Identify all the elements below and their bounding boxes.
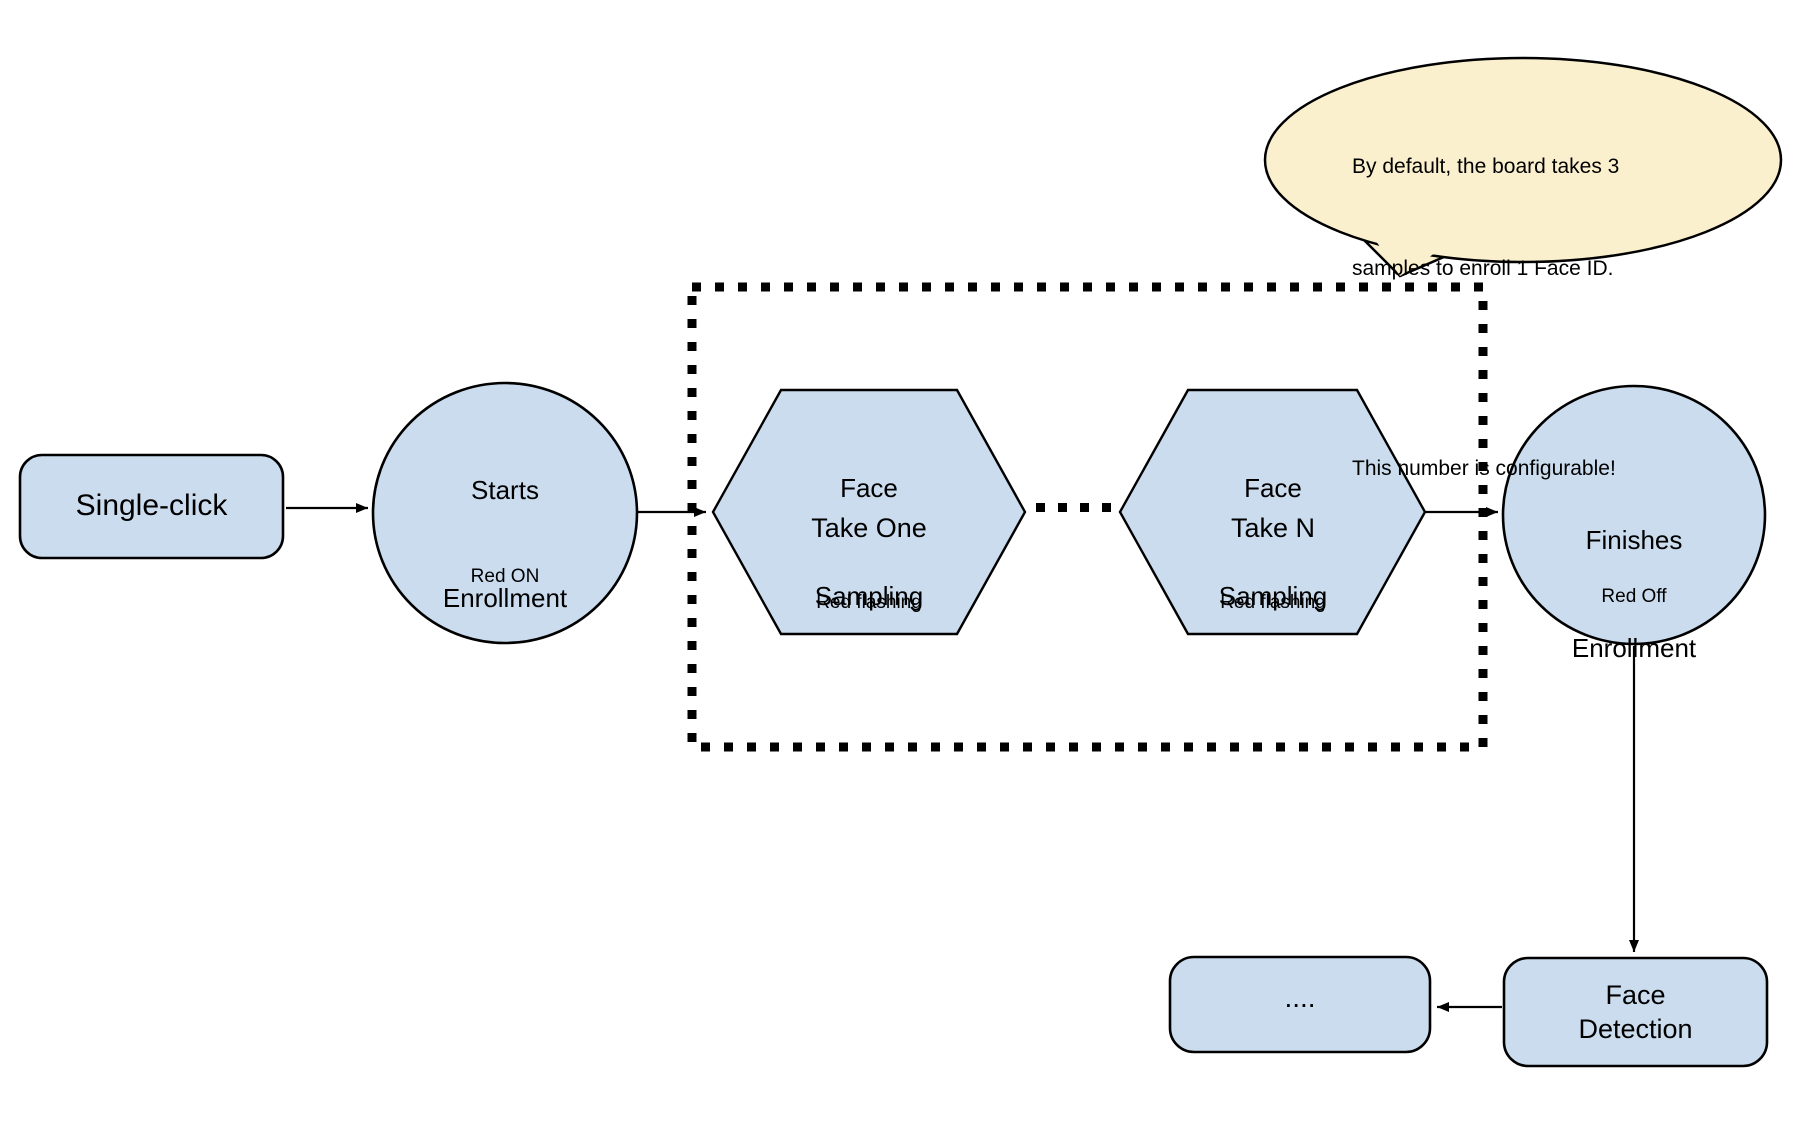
starts-enrollment-line-1: Starts	[471, 475, 539, 505]
finishes-enrollment-node	[1501, 384, 1767, 646]
callout-text: By default, the board takes 3 samples to…	[1352, 82, 1742, 554]
face-sampling-1-status: Red flashing	[816, 592, 922, 613]
starts-enrollment-label: Starts Enrollment	[373, 400, 637, 688]
single-click-node	[18, 453, 285, 560]
face-sampling-1-label: Face Sampling	[739, 398, 999, 686]
face-detection-node	[1502, 956, 1769, 1068]
face-sampling-1-take-label: Take One	[811, 513, 927, 543]
face-sampling-n-node	[1118, 388, 1427, 636]
finishes-enrollment-status: Red Off	[1601, 586, 1667, 607]
finishes-enrollment-label: Finishes Enrollment	[1503, 450, 1765, 738]
face-sampling-1-line-2: Sampling	[814, 581, 924, 611]
callout-line-1: By default, the board takes 3	[1352, 155, 1620, 178]
face-sampling-1-line-1: Face	[840, 473, 898, 503]
face-sampling-n-line-2: Sampling	[1218, 581, 1328, 611]
continuation-node	[1168, 955, 1432, 1054]
continuation-dots: ....	[1284, 981, 1316, 1013]
finishes-enrollment-line-1: Finishes	[1585, 525, 1683, 555]
ellipsis-dots	[1036, 503, 1111, 512]
continuation-label: ....	[1170, 957, 1430, 1052]
starts-enrollment-status: Red ON	[470, 566, 540, 587]
single-click-label: Single-click	[75, 489, 228, 523]
face-sampling-n-label: Face Sampling	[1143, 398, 1403, 686]
callout-line-3: This number is configurable!	[1352, 457, 1616, 480]
face-detection-label: Face Detection	[1504, 958, 1767, 1066]
sampling-group-border	[687, 282, 1488, 752]
callout-spacer	[1352, 354, 1742, 384]
face-sampling-1-node	[711, 388, 1027, 636]
callout-bubble	[1263, 56, 1783, 264]
face-detection-line-1: Face	[1605, 980, 1666, 1010]
face-sampling-n-take-label: Take N	[1230, 513, 1316, 543]
face-sampling-n-line-1: Face	[1244, 473, 1302, 503]
face-sampling-n-status: Red flashing	[1220, 592, 1326, 613]
callout-tail-fill	[1365, 225, 1452, 276]
face-detection-line-2: Detection	[1578, 1014, 1693, 1044]
starts-enrollment-line-2: Enrollment	[442, 583, 568, 613]
callout-line-2: samples to enroll 1 Face ID.	[1352, 257, 1614, 280]
finishes-enrollment-line-2: Enrollment	[1571, 633, 1697, 663]
